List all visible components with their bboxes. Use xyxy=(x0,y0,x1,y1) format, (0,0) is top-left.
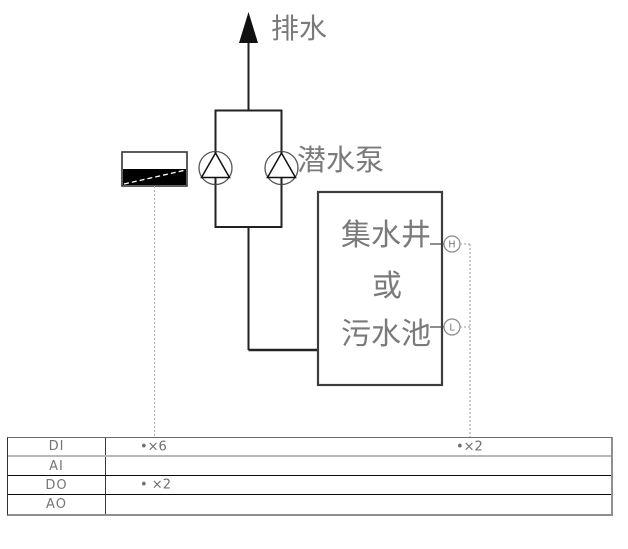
row-label-ao: AO xyxy=(8,495,106,514)
drain-arrow-icon xyxy=(239,12,258,111)
table-row-ai: AI xyxy=(8,457,611,476)
tank-label-line1: 集水井 xyxy=(341,218,431,253)
row-label-ai: AI xyxy=(8,457,106,475)
tank-label-line3: 污水池 xyxy=(341,317,431,352)
drain-label: 排水 xyxy=(271,12,327,45)
row-label-di: DI xyxy=(8,438,106,455)
submersible-pump-symbol-2 xyxy=(264,150,299,186)
table-row-do: DO • ×2 xyxy=(8,476,611,495)
di-count-pumps: •×6 xyxy=(140,439,167,454)
row-label-do: DO xyxy=(8,476,106,494)
switch-signal-lines xyxy=(460,243,471,437)
io-points-table: DI •×6 •×2 AI DO • ×2 AO xyxy=(7,437,613,516)
level-indicator-icon xyxy=(121,151,188,187)
tank-label-line2: 或 xyxy=(372,269,402,304)
low-level-switch-label: L xyxy=(449,323,455,334)
sump-tank xyxy=(316,190,444,387)
do-count: • ×2 xyxy=(140,477,171,493)
pump-label: 潜水泵 xyxy=(297,143,384,177)
high-level-switch-icon: H xyxy=(430,235,461,253)
submersible-pump-symbol-1 xyxy=(198,150,233,186)
table-row-di: DI •×6 •×2 xyxy=(8,438,611,457)
low-level-switch-icon: L xyxy=(430,318,461,336)
high-level-switch-label: H xyxy=(448,240,455,251)
table-row-ao: AO xyxy=(8,495,611,514)
di-count-switches: •×2 xyxy=(456,439,483,454)
